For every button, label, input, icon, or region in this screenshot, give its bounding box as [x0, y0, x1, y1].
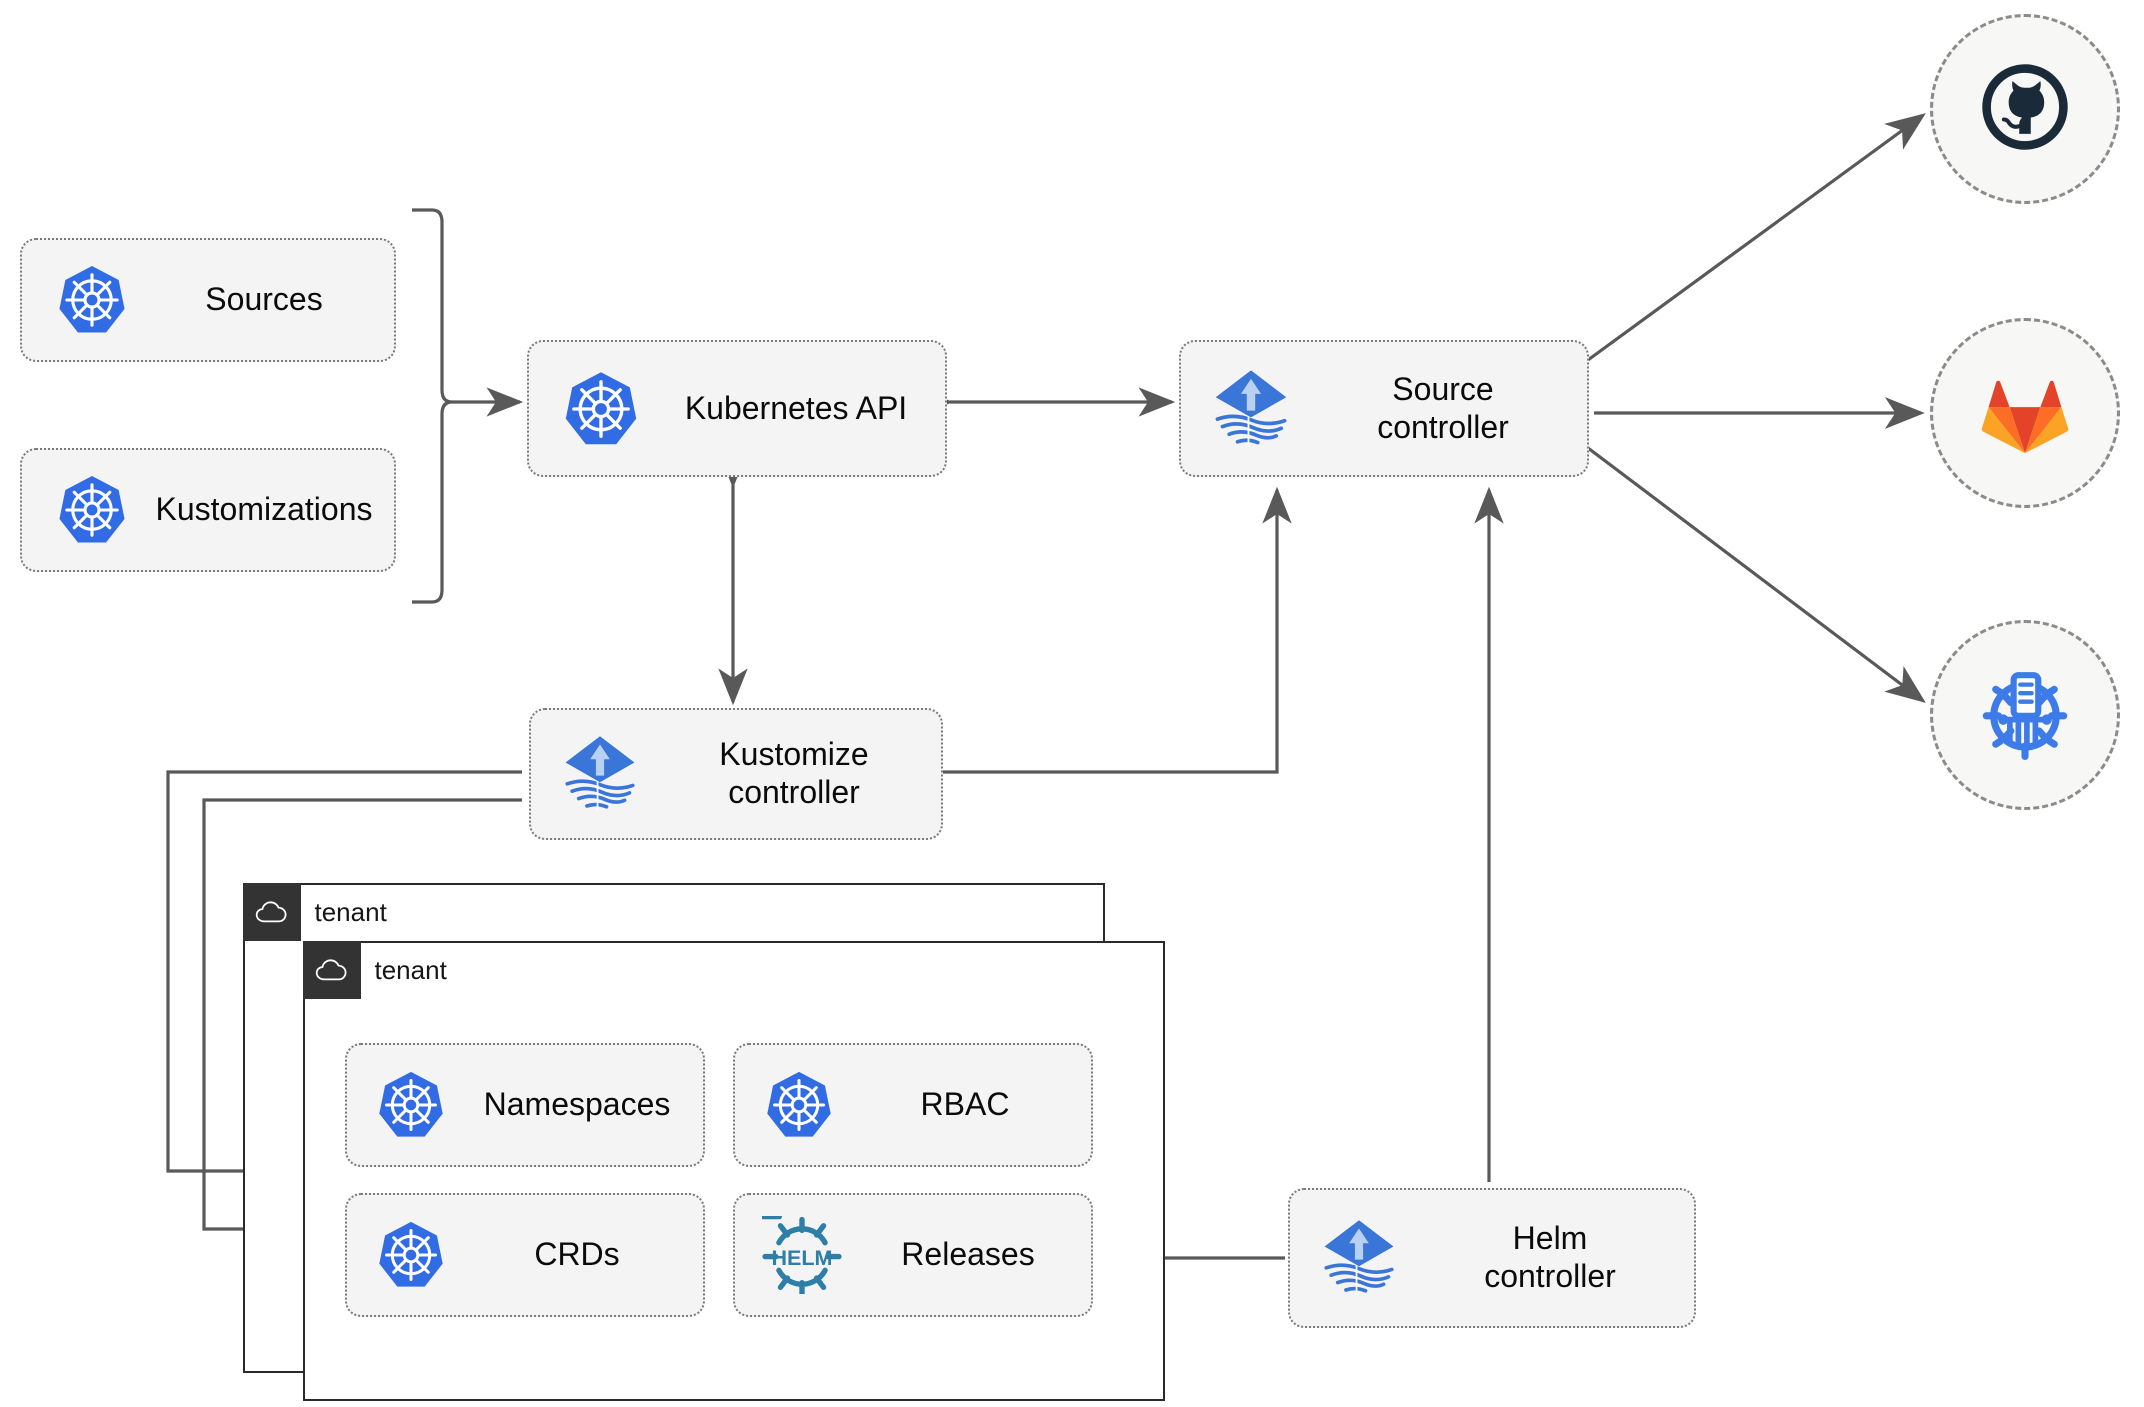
- flux-icon: [1306, 1217, 1412, 1299]
- node-kustomizations[interactable]: Kustomizations: [20, 448, 396, 572]
- cloud-icon: [242, 882, 301, 941]
- node-label: Kubernetes API: [684, 389, 908, 426]
- node-releases[interactable]: HELM Releases: [733, 1193, 1093, 1317]
- node-label: CRDs: [534, 1236, 620, 1273]
- kubernetes-icon: [44, 263, 140, 337]
- helm-icon: HELM: [753, 1216, 851, 1294]
- node-label: Kustomizations: [155, 491, 373, 528]
- helm-chart-repository-icon: [1973, 661, 2077, 770]
- gitlab-icon: [1977, 365, 2073, 462]
- node-label: Namespaces: [483, 1086, 671, 1123]
- tenant-container-front[interactable]: tenant: [302, 940, 1165, 1401]
- github-icon: [1977, 59, 2073, 160]
- node-rbac[interactable]: RBAC: [733, 1043, 1093, 1167]
- kubernetes-icon: [44, 473, 140, 547]
- kubernetes-icon: [549, 369, 653, 449]
- node-helm-controller[interactable]: Helm controller: [1288, 1188, 1696, 1328]
- svg-text:HELM: HELM: [772, 1246, 833, 1270]
- node-source-controller[interactable]: Source controller: [1179, 340, 1589, 477]
- edge-source-to-github: [1587, 113, 1926, 362]
- external-source-helm-chart-repository[interactable]: [1930, 620, 2120, 810]
- node-label: Source controller: [1377, 370, 1509, 445]
- node-label: Sources: [205, 281, 323, 318]
- tenant-tab: tenant: [242, 882, 401, 941]
- tenant-label: tenant: [374, 954, 447, 985]
- node-label: RBAC: [920, 1086, 1010, 1123]
- external-source-github[interactable]: [1930, 14, 2120, 204]
- node-sources[interactable]: Sources: [20, 238, 396, 362]
- edge-resources-bracket: [412, 208, 453, 604]
- flux-icon: [547, 733, 653, 815]
- tenant-label: tenant: [314, 896, 387, 927]
- node-label: Releases: [901, 1236, 1035, 1273]
- kubernetes-icon: [365, 1069, 457, 1141]
- external-source-gitlab[interactable]: [1930, 318, 2120, 508]
- edge-kustomize-to-source: [943, 486, 1292, 774]
- tenant-tab: tenant: [302, 940, 461, 999]
- node-kubernetes-api[interactable]: Kubernetes API: [527, 340, 947, 477]
- node-label: Helm controller: [1484, 1220, 1616, 1294]
- cloud-icon: [302, 940, 361, 999]
- edge-source-to-registry: [1587, 446, 1926, 703]
- node-namespaces[interactable]: Namespaces: [345, 1043, 705, 1167]
- node-crds[interactable]: CRDs: [345, 1193, 705, 1317]
- node-kustomize-controller[interactable]: Kustomize controller: [529, 708, 943, 840]
- kubernetes-icon: [365, 1219, 457, 1291]
- flux-icon: [1197, 367, 1305, 451]
- node-label: Kustomize controller: [719, 736, 869, 810]
- kubernetes-icon: [753, 1069, 845, 1141]
